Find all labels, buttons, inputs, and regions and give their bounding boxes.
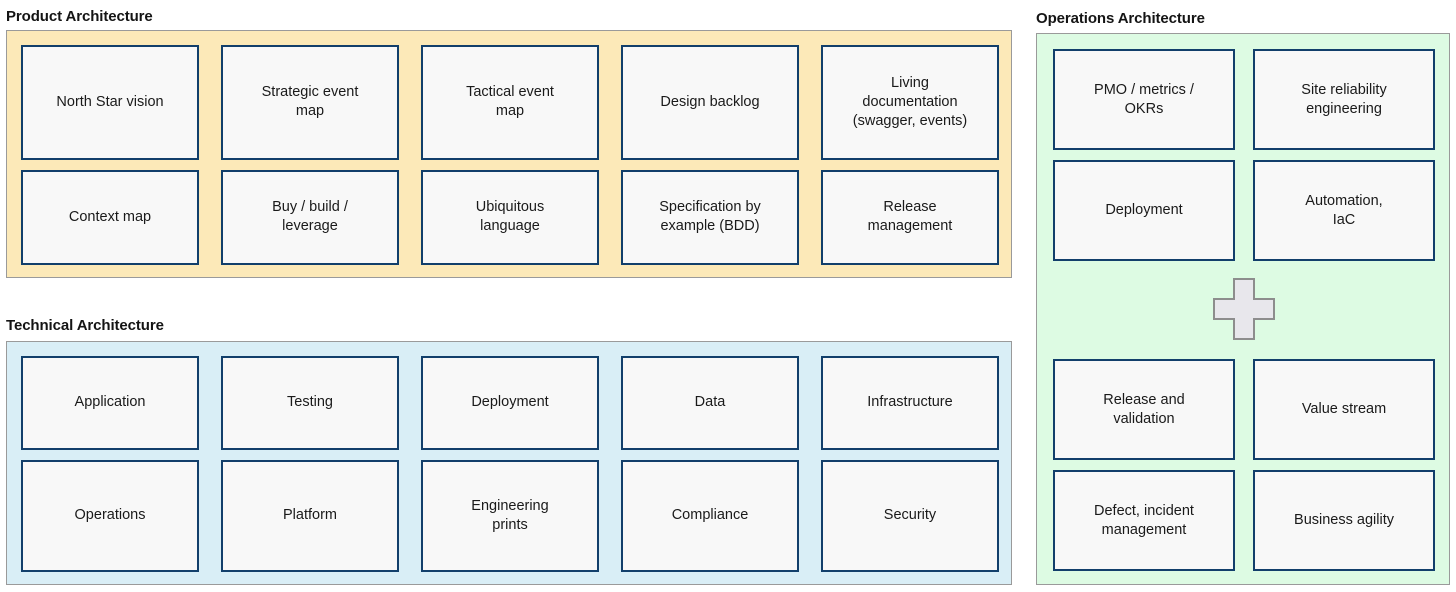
node-defect-incident-management[interactable]: Defect, incident management [1053, 470, 1235, 571]
technical-architecture-panel: Application Testing Deployment Data Infr… [6, 341, 1012, 585]
node-ubiquitous-language[interactable]: Ubiquitous language [421, 169, 599, 265]
operations-top-node-grid: PMO / metrics / OKRs Site reliability en… [1053, 49, 1435, 261]
right-column: Operations Architecture PMO / metrics / … [1036, 0, 1450, 592]
operations-bottom-node-grid: Release and validation Value stream Defe… [1053, 359, 1435, 571]
section-title-text: Product Architecture [6, 8, 153, 25]
product-architecture-title: Product Architecture [6, 8, 153, 26]
node-testing[interactable]: Testing [221, 356, 399, 450]
node-tactical-event-map[interactable]: Tactical event map [421, 45, 599, 160]
node-security[interactable]: Security [821, 459, 999, 572]
plus-icon [1213, 278, 1275, 340]
node-platform[interactable]: Platform [221, 459, 399, 572]
node-living-documentation[interactable]: Living documentation (swagger, events) [821, 45, 999, 160]
node-value-stream[interactable]: Value stream [1253, 359, 1435, 460]
section-title-text: Operations Architecture [1036, 10, 1205, 27]
node-business-agility[interactable]: Business agility [1253, 470, 1435, 571]
plus-separator [1037, 269, 1451, 349]
node-application[interactable]: Application [21, 356, 199, 450]
node-deployment[interactable]: Deployment [1053, 160, 1235, 261]
node-north-star-vision[interactable]: North Star vision [21, 45, 199, 160]
left-column: Product Architecture North Star vision S… [6, 0, 1012, 592]
operations-architecture-panel: PMO / metrics / OKRs Site reliability en… [1036, 33, 1450, 585]
operations-architecture-title: Operations Architecture [1036, 10, 1205, 28]
node-context-map[interactable]: Context map [21, 169, 199, 265]
node-automation-iac[interactable]: Automation, IaC [1253, 160, 1435, 261]
section-title-text: Technical Architecture [6, 317, 164, 334]
plus-icon-seam [1231, 300, 1257, 318]
node-strategic-event-map[interactable]: Strategic event map [221, 45, 399, 160]
node-release-management[interactable]: Release management [821, 169, 999, 265]
node-operations[interactable]: Operations [21, 459, 199, 572]
node-infrastructure[interactable]: Infrastructure [821, 356, 999, 450]
node-engineering-prints[interactable]: Engineering prints [421, 459, 599, 572]
node-site-reliability-engineering[interactable]: Site reliability engineering [1253, 49, 1435, 150]
node-specification-by-example[interactable]: Specification by example (BDD) [621, 169, 799, 265]
node-data[interactable]: Data [621, 356, 799, 450]
node-release-and-validation[interactable]: Release and validation [1053, 359, 1235, 460]
node-compliance[interactable]: Compliance [621, 459, 799, 572]
product-architecture-panel: North Star vision Strategic event map Ta… [6, 30, 1012, 278]
technical-architecture-title: Technical Architecture [6, 317, 164, 335]
node-design-backlog[interactable]: Design backlog [621, 45, 799, 160]
technical-node-grid: Application Testing Deployment Data Infr… [21, 356, 999, 572]
node-deployment[interactable]: Deployment [421, 356, 599, 450]
node-buy-build-leverage[interactable]: Buy / build / leverage [221, 169, 399, 265]
product-node-grid: North Star vision Strategic event map Ta… [21, 45, 999, 265]
node-pmo-metrics-okrs[interactable]: PMO / metrics / OKRs [1053, 49, 1235, 150]
